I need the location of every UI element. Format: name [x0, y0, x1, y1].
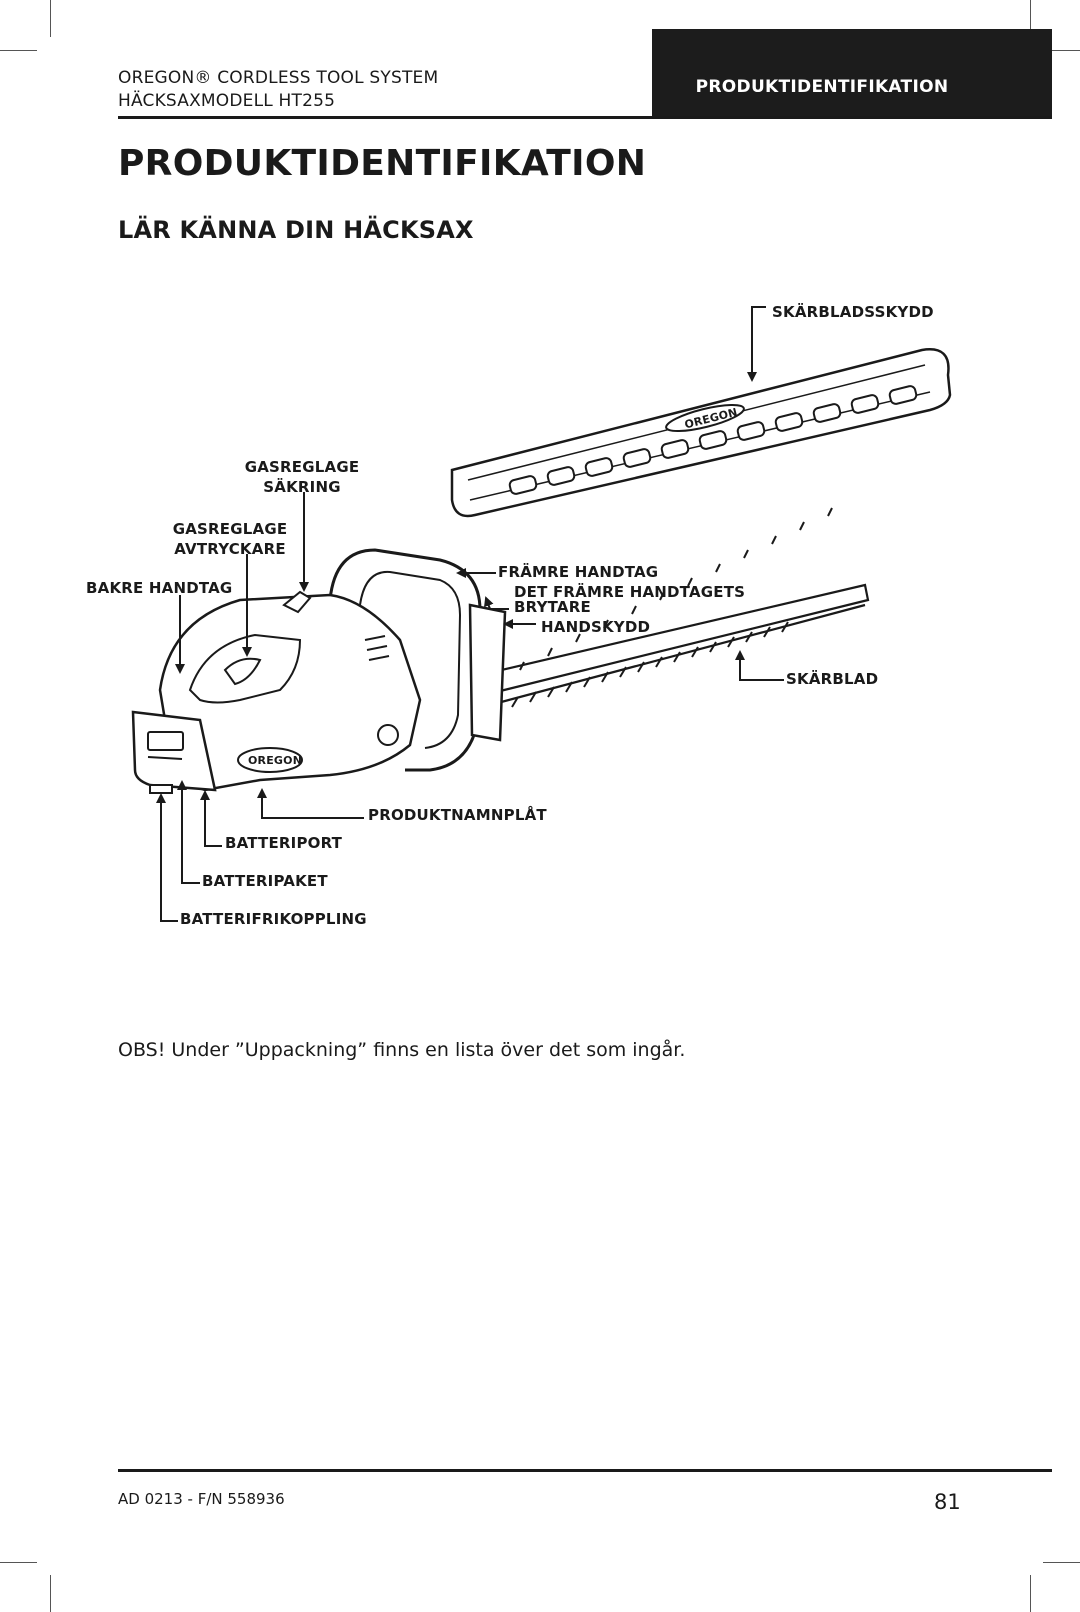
footer-doc-code: AD 0213 - F/N 558936: [118, 1490, 285, 1508]
section-tab: [652, 29, 1052, 118]
crop-mark: [1043, 50, 1080, 51]
crop-mark: [50, 0, 51, 37]
label-front-switch-1: DET FRÄMRE HANDTAGETS: [514, 583, 746, 601]
crop-mark: [0, 1562, 37, 1563]
label-front-switch-2: BRYTARE: [514, 598, 591, 616]
header-rule: [118, 116, 1052, 119]
blade-drawing: [478, 507, 870, 713]
label-throttle-trigger-2: AVTRYCKARE: [174, 540, 286, 558]
crop-mark: [1030, 0, 1031, 37]
page-number: 81: [934, 1490, 961, 1514]
label-battery-release: BATTERIFRIKOPPLING: [180, 910, 367, 928]
note-text: OBS! Under ”Uppackning” finns en lista ö…: [118, 1039, 686, 1061]
header-model-line: HÄCKSAXMODELL HT255: [118, 91, 336, 111]
label-front-handle: FRÄMRE HANDTAG: [498, 563, 659, 581]
label-rear-handle: BAKRE HANDTAG: [86, 579, 233, 597]
page-title: PRODUKTIDENTIFIKATION: [118, 143, 647, 184]
label-blade: SKÄRBLAD: [786, 670, 879, 688]
trimmer-body-drawing: [131, 548, 507, 794]
blade-guard-drawing: [450, 348, 952, 518]
crop-mark: [50, 1575, 51, 1612]
label-battery-pack: BATTERIPAKET: [202, 872, 328, 890]
label-throttle-trigger-1: GASREGLAGE: [172, 520, 288, 538]
label-blade-guard: SKÄRBLADSSKYDD: [772, 303, 934, 321]
hedge-trimmer-diagram: [131, 306, 952, 922]
label-throttle-lock-2: SÄKRING: [263, 478, 341, 496]
footer-rule: [118, 1469, 1052, 1472]
body-logo: OREGON: [248, 754, 303, 767]
section-title: LÄR KÄNNA DIN HÄCKSAX: [118, 216, 474, 244]
leader-lines: [156, 306, 784, 922]
label-hand-guard: HANDSKYDD: [541, 618, 651, 636]
label-battery-port: BATTERIPORT: [225, 834, 343, 852]
label-throttle-lock-1: GASREGLAGE: [244, 458, 360, 476]
crop-mark: [0, 50, 37, 51]
section-tab-label: PRODUKTIDENTIFIKATION: [695, 77, 949, 97]
header-system-line: OREGON® CORDLESS TOOL SYSTEM: [118, 68, 439, 88]
label-nameplate: PRODUKTNAMNPLÅT: [368, 806, 547, 824]
crop-mark: [1043, 1562, 1080, 1563]
crop-mark: [1030, 1575, 1031, 1612]
